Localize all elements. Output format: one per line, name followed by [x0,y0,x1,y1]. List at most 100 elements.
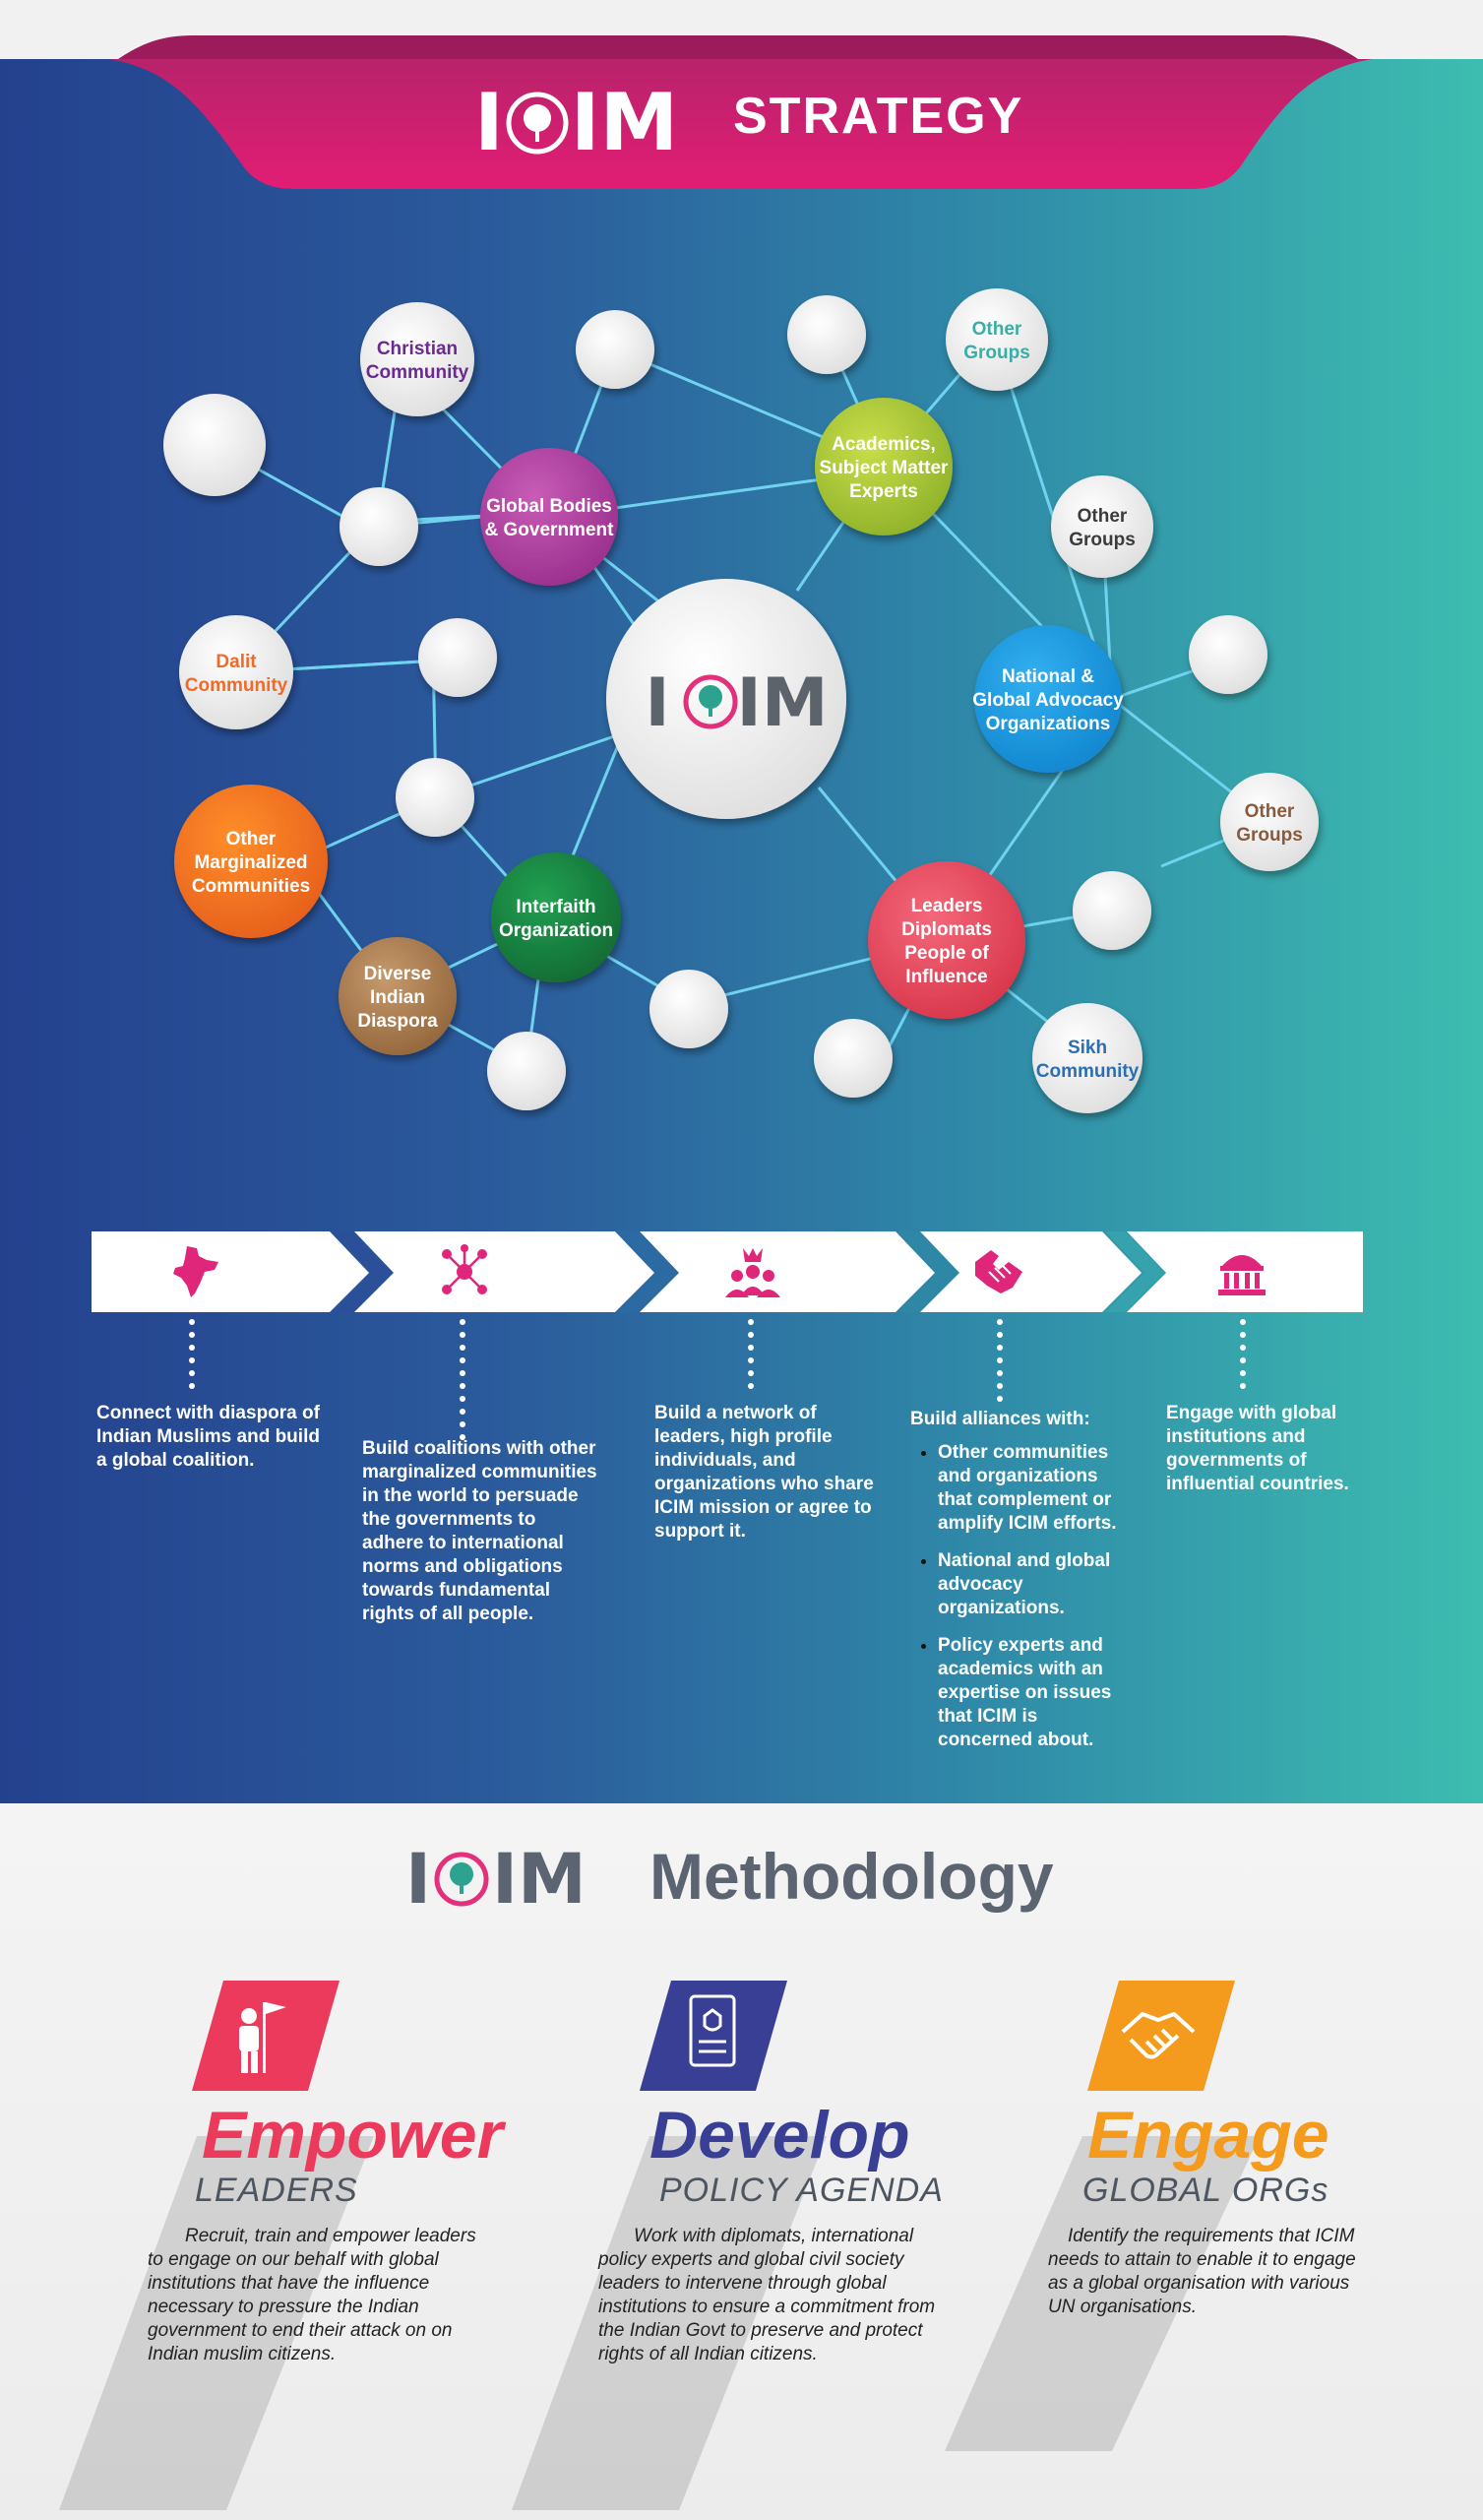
banner-title: STRATEGY [733,88,1024,145]
policy-document-icon [640,1981,787,2091]
flow-step-2 [354,1231,654,1312]
flow-chevron [898,1231,958,1312]
blank-nodes [163,295,1267,1110]
blank-node [487,1032,566,1110]
node-academics [815,398,953,536]
tree-icon [506,92,569,154]
pillar-sub-global: GLOBAL ORGs [1082,2172,1329,2209]
node-leaders [868,861,1025,1019]
blank-node [787,295,866,374]
blank-node [649,970,728,1048]
header-banner [108,35,1373,189]
node-center-icim [606,579,846,819]
header-logo: I IM [474,77,678,168]
dotted-connector [189,1319,195,1396]
logo-i: I [405,1839,432,1920]
pillar-word-engage: Engage [1087,2098,1329,2173]
node-other-groups-1 [946,288,1048,391]
node-label-diverse: Diaspora [357,1011,438,1032]
node-label-dalit: Dalit [216,652,257,672]
blank-node [1189,615,1267,694]
node-label-national: Global Advocacy [972,690,1124,711]
node-global-bodies [480,448,618,586]
step-4-bullets: Other communities and organizations that… [910,1441,1137,1752]
node-label-sikh: Sikh [1068,1038,1107,1058]
node-label-dalit: Community [185,675,288,696]
flow-chevron [1105,1231,1164,1312]
step-4-bullet: Other communities and organizations that… [938,1441,1137,1536]
node-label-leaders: Influence [905,967,987,987]
node-label-diverse: Diverse [364,964,432,984]
step-4-intro: Build alliances with: [910,1409,1090,1429]
pillar-desc-engage: Identify the requirements that ICIM need… [1048,2226,1356,2317]
logo-i: I [474,77,504,168]
step-4-bullet: Policy experts and academics with an exp… [938,1634,1137,1752]
methodology-title: Methodology [649,1840,1054,1913]
tree-icon [699,685,722,709]
flow-step-1 [92,1231,369,1312]
node-other-groups-3 [1220,773,1319,871]
center-logo-ring [683,674,738,729]
node-label-global-bodies: & Government [485,520,615,540]
india-map-icon [173,1246,218,1297]
node-label-diverse: Indian [370,987,425,1008]
tree-trunk [709,701,712,717]
methodology-logo: I IM [405,1839,587,1920]
node-other-marginalized [174,785,328,938]
flow-step-3 [640,1231,935,1312]
node-label-leaders: Diplomats [901,919,992,940]
blank-node [163,394,266,496]
node-label-academics: Academics, [832,434,936,455]
node-label-national: Organizations [986,714,1111,734]
node-label-other-marginalized: Other [226,829,277,850]
pillar-shadow [945,2136,1260,2451]
flow-step-5 [1127,1231,1363,1312]
blank-node [340,487,418,566]
logo-im: IM [492,1839,587,1920]
step-text-1: Connect with diaspora of Indian Muslims … [96,1403,320,1471]
node-label-leaders: People of [904,943,989,964]
pillar-shadow [512,2136,827,2510]
dotted-connector [997,1319,1003,1409]
blank-node [418,618,497,697]
step-text-4: Build alliances with: Other communities … [910,1408,1137,1766]
institution-icon [1218,1255,1266,1295]
node-national-advocacy [974,625,1122,773]
flow-chevron [618,1231,677,1312]
flow-step-4 [920,1231,1142,1312]
node-dalit-community [179,615,293,729]
blank-node [1073,871,1151,950]
tree-icon [434,1852,489,1907]
node-label-interfaith: Organization [499,920,613,941]
handshake-icon [1087,1981,1235,2091]
pillar-desc-develop: Work with diplomats, international polic… [598,2226,936,2364]
pillar-word-empower: Empower [202,2098,504,2173]
node-label-leaders: Leaders [911,896,983,916]
node-label-other-groups-3: Other [1245,801,1295,822]
node-diverse-diaspora [339,937,457,1055]
pillar-sub-policy: POLICY AGENDA [659,2172,944,2209]
network-people-icon [442,1244,487,1294]
node-label-interfaith: Interfaith [516,897,595,917]
pillar-desc-empower: Recruit, train and empower leaders to en… [148,2226,476,2364]
center-logo: I IM [645,664,828,742]
node-label-academics: Experts [849,481,918,502]
node-label-christian: Community [366,362,469,383]
pillar-sub-leaders: LEADERS [195,2172,358,2209]
node-other-groups-2 [1051,475,1153,578]
pillar-word-develop: Develop [649,2098,910,2173]
node-label-christian: Christian [377,339,458,359]
node-label-other-groups-3: Groups [1236,825,1303,846]
node-label-other-marginalized: Marginalized [194,852,307,873]
node-interfaith [491,852,621,982]
leader-flag-icon [192,1981,340,2091]
node-label-other-groups-2: Groups [1069,530,1136,550]
center-logo-i: I [645,664,669,742]
step-text-5: Engage with global institutions and gove… [1166,1403,1349,1494]
handshake-icon [975,1250,1022,1293]
step-text-2: Build coalitions with other marginalized… [362,1438,597,1624]
blank-node [814,1019,893,1098]
